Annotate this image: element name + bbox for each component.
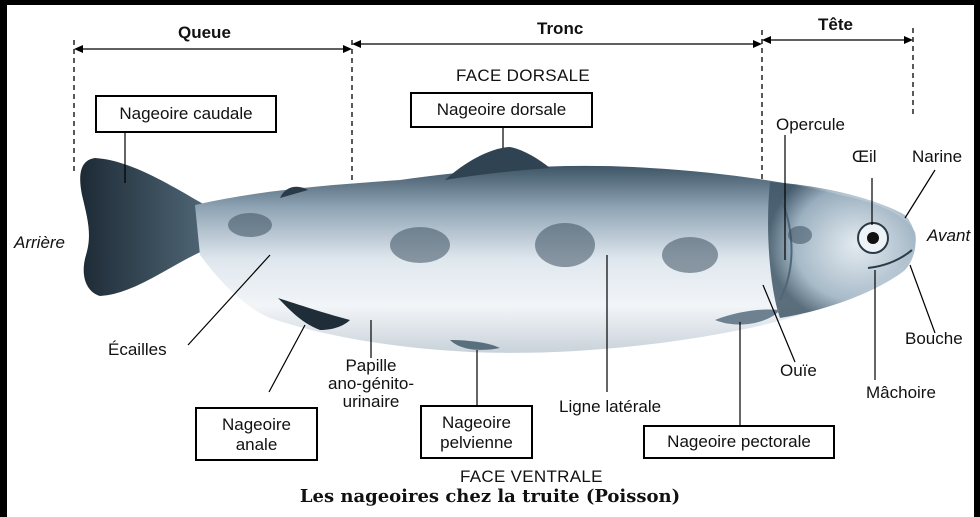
nageoire-dorsale-text: Nageoire dorsale — [437, 100, 566, 119]
label-machoire: Mâchoire — [866, 383, 936, 403]
label-arriere: Arrière — [14, 233, 65, 253]
leader-bouche — [910, 265, 935, 333]
label-ouie: Ouïe — [780, 361, 817, 381]
label-oeil: Œil — [852, 147, 877, 167]
section-tronc: Tronc — [537, 19, 583, 39]
label-nageoire-dorsale: Nageoire dorsale — [410, 92, 593, 128]
face-dorsale: FACE DORSALE — [456, 66, 590, 86]
arrowhead — [352, 40, 361, 48]
papille-line1: Papille — [321, 357, 421, 375]
arrowhead — [904, 36, 913, 44]
section-tete: Tête — [818, 15, 853, 35]
label-ecailles: Écailles — [108, 340, 167, 360]
leader-anale — [269, 325, 305, 392]
arrowhead — [74, 45, 83, 53]
nageoire-pelvienne-line2: pelvienne — [422, 433, 531, 453]
papille-line3: urinaire — [321, 393, 421, 411]
label-nageoire-caudale: Nageoire caudale — [95, 95, 277, 133]
label-nageoire-pelvienne: Nageoire pelvienne — [420, 405, 533, 459]
caudal-fin — [80, 158, 205, 296]
nageoire-anale-line1: Nageoire — [197, 415, 316, 435]
papille-line2: ano-génito- — [321, 375, 421, 393]
leader-narine — [905, 170, 935, 218]
nageoire-caudale-text: Nageoire caudale — [119, 104, 252, 123]
label-narine: Narine — [912, 147, 962, 167]
trout — [80, 147, 916, 353]
label-avant: Avant — [927, 226, 970, 246]
figure-caption: Les nageoires chez la truite (Poisson) — [0, 486, 980, 507]
section-queue: Queue — [178, 23, 231, 43]
fish-head — [768, 182, 915, 318]
label-papille: Papille ano-génito- urinaire — [321, 357, 421, 411]
arrowhead — [343, 45, 352, 53]
label-nageoire-pectorale: Nageoire pectorale — [643, 425, 835, 459]
arrowhead — [762, 36, 771, 44]
arrowhead — [753, 40, 762, 48]
label-opercule: Opercule — [776, 115, 845, 135]
label-ligne-laterale: Ligne latérale — [559, 397, 661, 417]
label-nageoire-anale: Nageoire anale — [195, 407, 318, 461]
nageoire-anale-line2: anale — [197, 435, 316, 455]
fish-pupil — [867, 232, 879, 244]
label-bouche: Bouche — [905, 329, 963, 349]
face-ventrale: FACE VENTRALE — [460, 467, 603, 487]
nageoire-pelvienne-line1: Nageoire — [422, 413, 531, 433]
nageoire-pectorale-text: Nageoire pectorale — [667, 432, 811, 451]
